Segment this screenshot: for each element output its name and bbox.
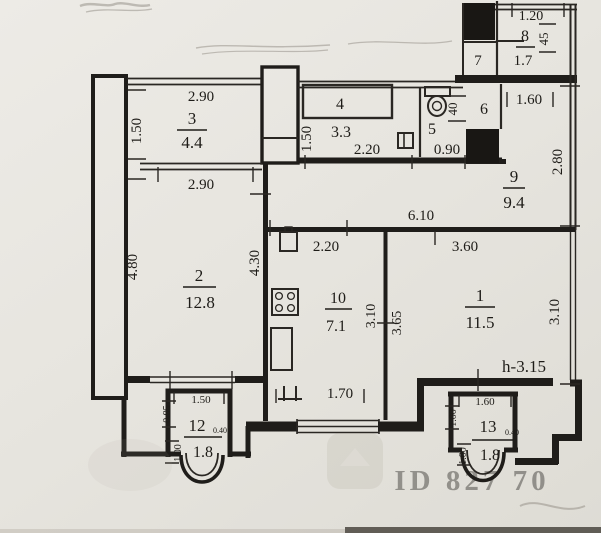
pencil-scribbles [79,2,453,55]
dim-label: 6.10 [408,208,434,224]
top-right-wall [490,3,577,11]
room-area: 4.4 [181,133,203,152]
room-number: 5 [428,121,436,138]
room2-balcony-window [150,376,235,384]
closet-icon [301,83,394,120]
room-area: 7.1 [326,318,346,335]
dim-label: 1.00 [448,409,459,427]
dimension-ticks [128,3,580,466]
right-window-band [569,230,577,380]
room-number: 1 [476,286,485,305]
electric-panel-icon [397,132,414,149]
room-area: 0.90 [434,142,460,158]
balcony-door-icon [278,386,302,401]
dim-label: 1.00 [458,447,469,465]
area-coefficient: 0.40 [505,428,519,437]
balcony12-arc [179,454,225,484]
room-area: 1.8 [480,447,500,464]
room3-south-partition [140,162,262,171]
balcony12-arc-inner [185,452,219,477]
room-number: 2 [195,266,204,285]
shaft-top-icon [464,3,495,40]
room-area: 1.8 [193,444,213,461]
room-area: 1.7 [514,53,533,69]
room-number: 4 [336,96,344,113]
dim-label: 45 [536,33,551,46]
room-number: 10 [330,290,346,307]
dim-label: 2.20 [354,142,380,158]
balcony13-walls [448,391,518,453]
dim-label: 2.90 [188,89,214,105]
dim-label: 4.80 [125,254,141,280]
watermark-id-text: ID 827 70 [394,465,549,497]
dim-label: 1.50 [129,118,145,144]
room-area: 9.4 [503,193,525,212]
labels: 2.90 3 4.4 1.50 2.90 2 12.8 4.80 4.30 4 … [125,9,566,465]
photo-edge [0,529,345,533]
kitchen-window [296,419,380,434]
area-coefficient: 0.40 [213,426,227,435]
dim-label: 1.20 [519,9,544,24]
dim-label: 2.90 [188,177,214,193]
room-area: 12.8 [185,293,215,312]
shaft-mid-icon [466,129,499,163]
listing-logo-icon [340,448,370,466]
room7-top-edge [464,40,524,43]
watermark-blob [88,439,172,491]
dim-label: 1.70 [327,386,353,402]
dim-label: 1.50 [191,394,211,406]
fixtures [270,83,451,401]
balcony13-arc [460,451,506,483]
room2-window-gap [150,374,235,385]
photo-edge [345,527,601,533]
dim-label: 3.10 [547,299,563,325]
room-number: 6 [480,101,488,118]
dim-label: 0.95 [162,405,173,423]
sink-icon [279,226,298,252]
room-number: 9 [510,167,519,186]
dim-label: 40 [445,103,460,116]
room-area: 3.3 [331,124,351,141]
right-outer-wall [569,5,577,230]
room-number: 7 [474,53,482,69]
dim-label: 1.60 [516,92,542,108]
room-area: 11.5 [465,313,494,332]
dim-label: 1.50 [299,126,315,152]
ventilation-shafts [464,3,499,163]
watermark: ID 827 70 [88,433,586,510]
wall-column [260,65,300,165]
stove-icon [271,288,299,316]
dim-label: 1.60 [475,396,495,408]
dim-label: 4.30 [247,250,263,276]
outer-walls [91,1,577,400]
dim-label: 2.80 [550,149,566,175]
dim-label: 3.10 [364,304,379,329]
dim-label: 1.00 [173,444,184,462]
counter-icon [270,327,293,371]
room-number: 3 [188,109,197,128]
room-number: 12 [189,416,206,435]
dim-label: 2.20 [313,239,339,255]
room-number: 13 [480,417,497,436]
ceiling-height-note: h-3.15 [502,357,546,376]
dim-label: 3.65 [390,311,405,336]
right-step-wall [515,379,582,465]
room3-window-wall [127,77,262,86]
toilet-icon [424,86,451,117]
balcony12-walls [163,388,251,458]
listing-logo-icon [327,433,383,489]
room-number: 8 [521,28,529,45]
dim-label: 3.60 [452,239,478,255]
bottom-edge-and-balconies [121,379,582,484]
left-outer-wall [91,74,128,400]
balcony13-arc-inner [466,449,500,475]
left-step-wall [121,396,168,457]
